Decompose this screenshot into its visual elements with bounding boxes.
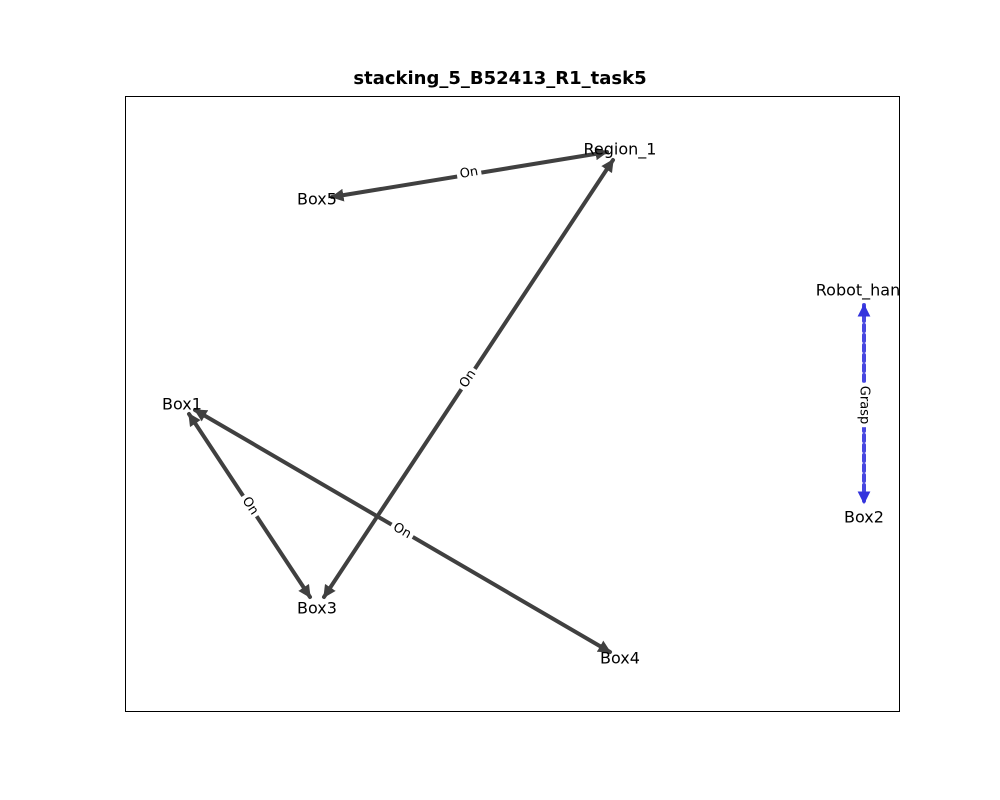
plot-frame <box>125 96 900 712</box>
edge-label-box5-region1: On <box>455 162 483 184</box>
edge-label-box1-box4: On <box>387 517 417 545</box>
node-box5: Box5 <box>297 190 337 209</box>
edge-label-background <box>387 517 417 545</box>
edge-label-background <box>236 491 264 521</box>
edge-label-box1-box3: On <box>236 491 264 521</box>
node-box3: Box3 <box>297 599 337 618</box>
edge-label-box3-region1: On <box>454 364 482 394</box>
node-box4: Box4 <box>600 649 640 668</box>
node-region1: Region_1 <box>584 140 657 160</box>
edge-label-robot-box2: Grasp <box>855 382 873 428</box>
node-robot: Robot_han <box>816 281 901 301</box>
edge-label-background <box>455 162 483 184</box>
diagram-title: stacking_5_B52413_R1_task5 <box>353 68 647 89</box>
node-box2: Box2 <box>844 508 884 527</box>
edge-label-text: On <box>459 164 480 182</box>
edge-label-background <box>855 382 873 428</box>
edge-label-text: Grasp <box>857 386 872 424</box>
edge-label-background <box>454 364 482 394</box>
node-box1: Box1 <box>162 395 202 414</box>
